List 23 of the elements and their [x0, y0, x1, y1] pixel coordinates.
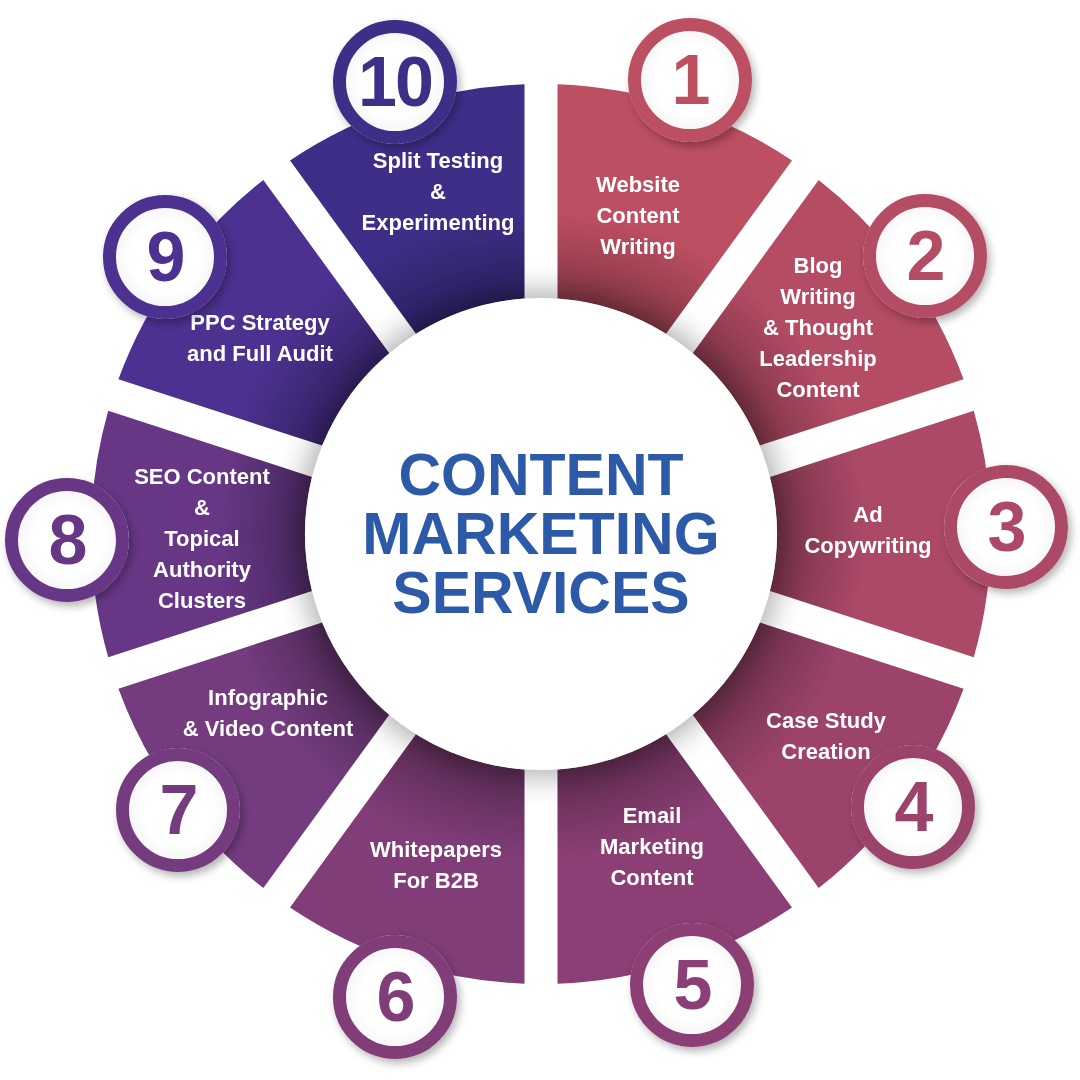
segment-label: Ad Copywriting [804, 501, 932, 560]
segment-label: Split Testing & Experimenting [361, 146, 515, 237]
step-number: 5 [673, 950, 711, 1020]
step-number: 3 [987, 492, 1025, 562]
step-number: 1 [671, 45, 709, 115]
segment-label: SEO Content & Topical Authority Clusters [134, 462, 270, 615]
step-number: 10 [358, 47, 432, 117]
step-number: 2 [906, 221, 944, 291]
step-number: 9 [146, 222, 184, 292]
segment-label: Whitepapers For B2B [370, 836, 502, 895]
segment-label: Infographic & Video Content [182, 684, 354, 743]
step-number: 7 [159, 775, 197, 845]
step-number: 6 [376, 962, 414, 1032]
number-badge [863, 194, 987, 318]
step-number: 4 [894, 772, 932, 842]
segment-label: Email Marketing Content [600, 801, 704, 892]
center-title: CONTENT MARKETING SERVICES [362, 445, 720, 623]
segment-label: Case Study Creation [766, 707, 886, 766]
step-number: 8 [48, 505, 86, 575]
number-badge [333, 20, 457, 144]
segment-label: PPC Strategy and Full Audit [187, 309, 333, 368]
segment-label: Website Content Writing [596, 170, 680, 261]
segment-label: Blog Writing & Thought Leadership Content [759, 251, 877, 404]
